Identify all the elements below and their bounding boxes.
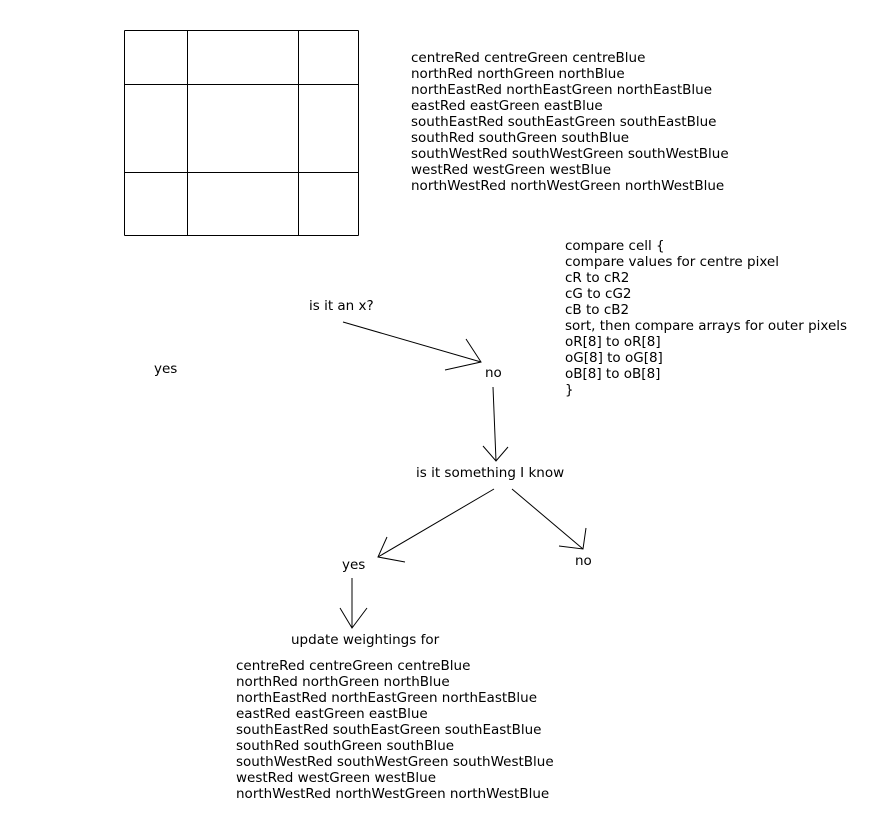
list-item: centreRed centreGreen centreBlue — [236, 658, 471, 674]
code-line: oR[8] to oR[8] — [565, 334, 661, 350]
arrow-known-to-no-shaft — [511, 488, 584, 550]
code-line: compare values for centre pixel — [565, 254, 779, 270]
list-item: southWestRed southWestGreen southWestBlu… — [411, 146, 729, 162]
arrow-no-to-known-shaft — [492, 386, 497, 462]
list-item: westRed westGreen westBlue — [236, 770, 437, 786]
code-line: cR to cR2 — [565, 270, 630, 286]
pixel-channel-list-bottom: centreRed centreGreen centreBlue northRe… — [236, 658, 554, 802]
node-update-weightings: update weightings for — [291, 632, 440, 648]
list-item: eastRed eastGreen eastBlue — [411, 98, 603, 114]
list-item: northEastRed northEastGreen northEastBlu… — [411, 82, 713, 98]
pixel-grid — [124, 30, 359, 236]
list-item: southRed southGreen southBlue — [411, 130, 630, 146]
list-item: northWestRed northWestGreen northWestBlu… — [236, 786, 550, 802]
list-item: southEastRed southEastGreen southEastBlu… — [236, 722, 542, 738]
flow-arrows — [339, 321, 587, 629]
code-line: sort, then compare arrays for outer pixe… — [565, 318, 848, 334]
code-line: oB[8] to oB[8] — [565, 366, 661, 382]
code-line: compare cell { — [565, 238, 665, 254]
list-item: northWestRed northWestGreen northWestBlu… — [411, 178, 725, 194]
arrow-no-to-known-head — [482, 445, 509, 462]
list-item: southRed southGreen southBlue — [236, 738, 455, 754]
list-item: northRed northGreen northBlue — [411, 66, 625, 82]
list-item: centreRed centreGreen centreBlue — [411, 50, 646, 66]
arrow-x-to-no-head — [444, 338, 482, 371]
list-item: southEastRed southEastGreen southEastBlu… — [411, 114, 717, 130]
code-line: oG[8] to oG[8] — [565, 350, 663, 366]
node-no-top: no — [485, 365, 502, 381]
pixel-channel-list-top: centreRed centreGreen centreBlue northRe… — [411, 50, 729, 194]
list-item: southWestRed southWestGreen southWestBlu… — [236, 754, 554, 770]
arrow-known-to-yes-head — [377, 536, 406, 563]
list-item: northRed northGreen northBlue — [236, 674, 450, 690]
arrow-known-to-no-head — [558, 527, 587, 550]
node-is-it-an-x: is it an x? — [309, 298, 374, 314]
node-is-it-something-i-know: is it something I know — [416, 465, 565, 481]
node-no-bottom: no — [575, 553, 592, 569]
code-line: cG to cG2 — [565, 286, 632, 302]
code-line: } — [565, 382, 574, 398]
code-line: cB to cB2 — [565, 302, 630, 318]
node-yes-left: yes — [154, 361, 178, 377]
arrow-x-to-no-shaft — [342, 321, 482, 363]
list-item: northEastRed northEastGreen northEastBlu… — [236, 690, 538, 706]
list-item: eastRed eastGreen eastBlue — [236, 706, 428, 722]
list-item: westRed westGreen westBlue — [411, 162, 612, 178]
arrow-known-to-yes-shaft — [377, 488, 495, 558]
arrow-yes-to-update-head — [339, 607, 368, 629]
node-yes-bottom: yes — [342, 557, 366, 573]
compare-cell-block: compare cell { compare values for centre… — [565, 238, 847, 398]
